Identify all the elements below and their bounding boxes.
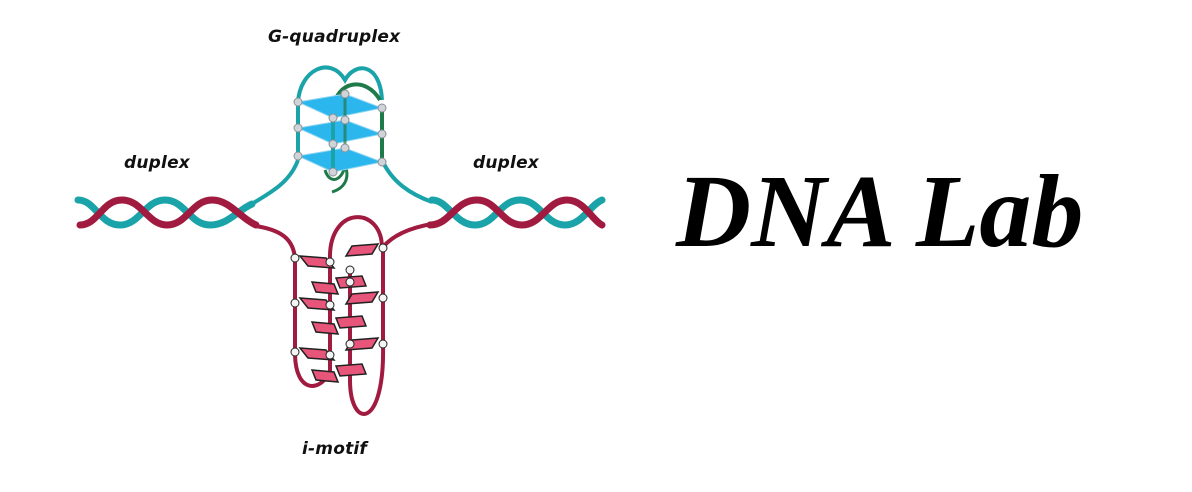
g-tetrad-bottom [296,147,384,173]
right-duplex-crimson-strand [426,196,606,229]
teal-linker-left [248,159,300,207]
duplex-left-label: duplex [124,153,190,173]
crimson-linker-right [380,222,433,250]
right-duplex [426,196,606,229]
i-motif-top-loop [327,215,384,261]
g-quadruplex [293,65,387,194]
crimson-linker-left [255,224,297,259]
i-motif-nodes [290,243,388,360]
left-duplex-crimson-strand [76,196,260,229]
g4-top-loop-back [296,65,384,103]
i-motif [290,215,388,416]
g-quadruplex-label: G-quadruplex [268,27,401,47]
i-motif-label: i-motif [302,439,368,459]
teal-linker-right [380,159,433,204]
i-motif-bottom-loop-right [348,344,386,416]
left-duplex [74,196,260,229]
g-tetrad-middle [296,119,384,145]
duplex-right-label: duplex [473,153,539,173]
g-tetrad-top [296,93,384,119]
left-duplex-teal-strand [74,196,256,229]
dna-lab-title: DNA Lab [676,154,1084,269]
g4-nodes [293,89,387,177]
dna-structures-diagram [74,65,606,416]
i-motif-cytosine-plates [298,243,380,383]
right-duplex-teal-strand [428,196,606,229]
